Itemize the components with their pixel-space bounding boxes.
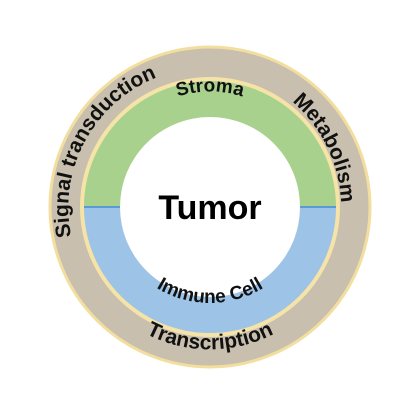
tumor-label: Tumor bbox=[158, 189, 261, 227]
tumor-core bbox=[120, 117, 300, 297]
